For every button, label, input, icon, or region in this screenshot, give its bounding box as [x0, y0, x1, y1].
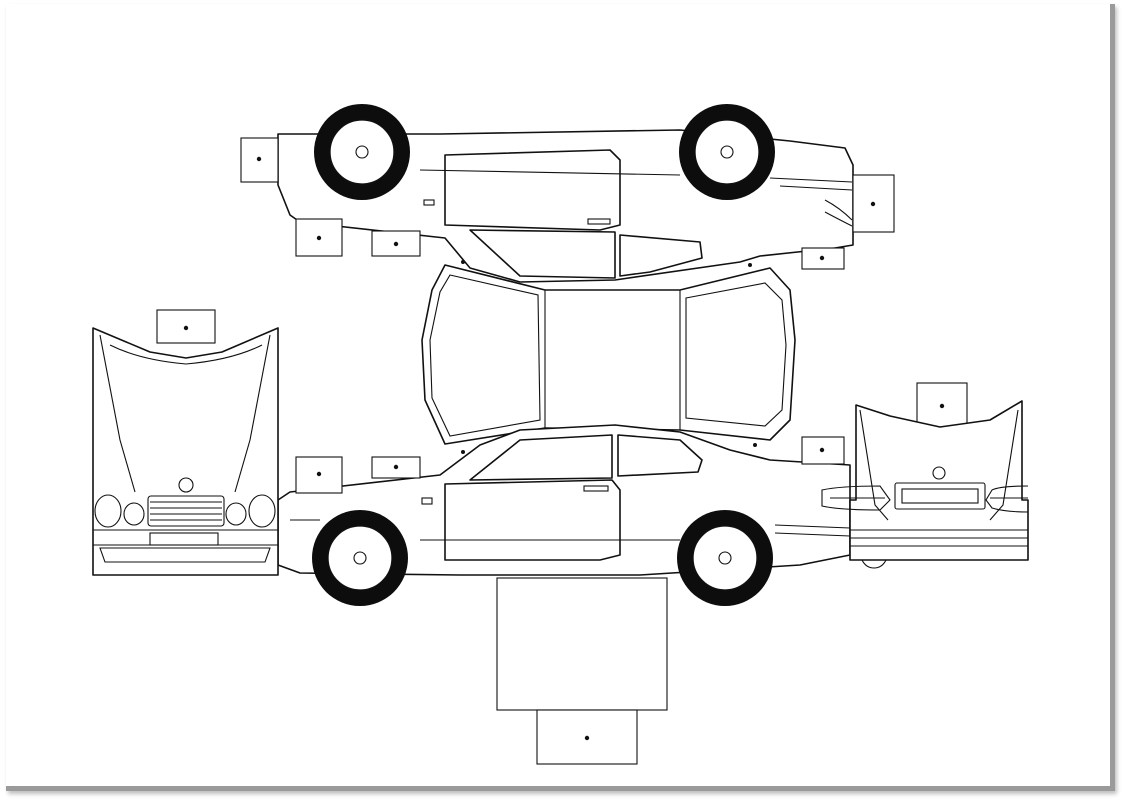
- front-panel: [92, 309, 279, 576]
- rear-panel: [821, 382, 1029, 569]
- underside-flap: [496, 577, 668, 765]
- bottom-rear-wheel: [677, 510, 773, 606]
- glue-tabs-top: [240, 137, 895, 270]
- top-rear-wheel: [679, 104, 775, 200]
- glue-tabs-bottom: [295, 436, 845, 494]
- bottom-front-wheel: [312, 510, 408, 606]
- top-front-wheel: [314, 104, 410, 200]
- roof-panel: [421, 260, 796, 454]
